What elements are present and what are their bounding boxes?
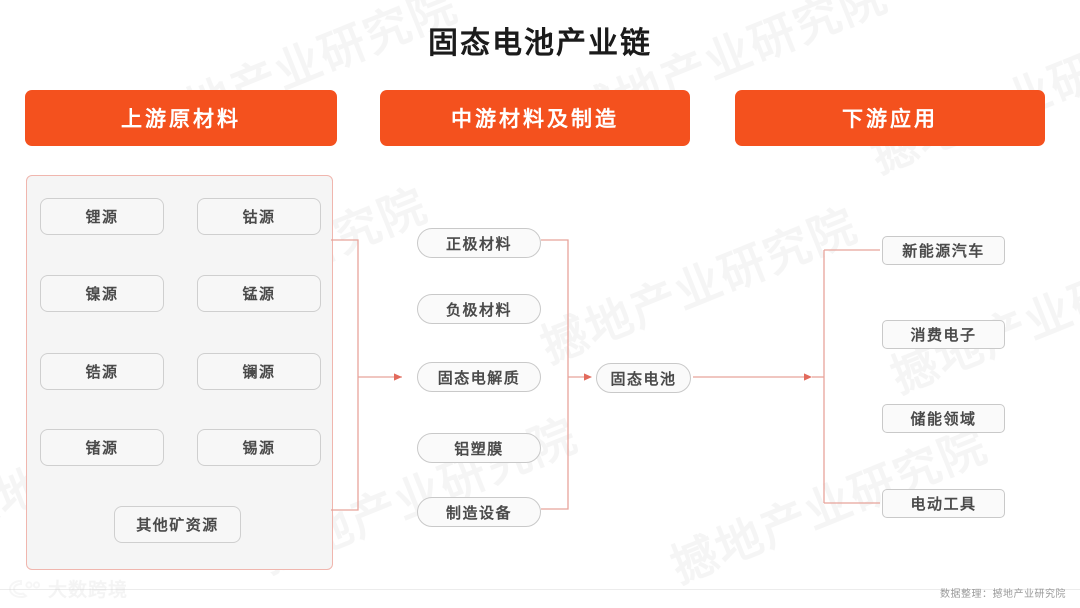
chip-label: 新能源汽车	[902, 243, 985, 260]
center-node-solid-state-battery[interactable]: 固态电池	[596, 363, 691, 393]
midstream-chip-2[interactable]: 负极材料	[417, 294, 541, 324]
chip-label: 负极材料	[445, 301, 512, 319]
banner-midstream-label: 中游材料及制造	[451, 108, 619, 131]
upstream-chip-7[interactable]: 锗源	[40, 429, 164, 466]
midstream-chip-4[interactable]: 铝塑膜	[417, 433, 541, 463]
upstream-chip-3[interactable]: 镍源	[40, 275, 164, 312]
downstream-chip-4[interactable]: 电动工具	[882, 489, 1005, 518]
chip-label: 锰源	[242, 286, 276, 303]
midstream-chip-3[interactable]: 固态电解质	[417, 362, 541, 392]
banner-downstream[interactable]: 下游应用	[735, 90, 1045, 146]
upstream-chip-8[interactable]: 锡源	[197, 429, 321, 466]
chip-label: 锗源	[85, 440, 119, 457]
downstream-chip-2[interactable]: 消费电子	[882, 320, 1005, 349]
midstream-chip-5[interactable]: 制造设备	[417, 497, 541, 527]
footer-divider	[0, 589, 1080, 590]
chip-label: 镧源	[242, 364, 276, 381]
upstream-chip-6[interactable]: 镧源	[197, 353, 321, 390]
chip-label: 固态电池	[610, 370, 677, 388]
chip-label: 储能领域	[910, 411, 977, 428]
chip-label: 固态电解质	[437, 369, 521, 387]
chip-label: 其他矿资源	[136, 517, 219, 534]
upstream-chip-2[interactable]: 钴源	[197, 198, 321, 235]
upstream-chip-other[interactable]: 其他矿资源	[114, 506, 241, 543]
upstream-chip-4[interactable]: 锰源	[197, 275, 321, 312]
logo-mark-icon	[8, 577, 42, 601]
chip-label: 锂源	[85, 209, 119, 226]
banner-midstream[interactable]: 中游材料及制造	[380, 90, 690, 146]
upstream-chip-5[interactable]: 锆源	[40, 353, 164, 390]
banner-upstream[interactable]: 上游原材料	[25, 90, 337, 146]
watermark-text: 撼地产业研究院	[530, 189, 866, 376]
chip-label: 消费电子	[910, 327, 977, 344]
chip-label: 镍源	[85, 286, 119, 303]
chip-label: 制造设备	[445, 504, 512, 522]
midstream-chip-1[interactable]: 正极材料	[417, 228, 541, 258]
logo-text: 大数跨境	[48, 580, 129, 601]
downstream-chip-3[interactable]: 储能领域	[882, 404, 1005, 433]
banner-upstream-label: 上游原材料	[121, 108, 241, 131]
chip-label: 铝塑膜	[454, 440, 504, 458]
chip-label: 锡源	[242, 440, 276, 457]
banner-downstream-label: 下游应用	[842, 108, 938, 131]
chip-label: 正极材料	[445, 235, 512, 253]
chip-label: 电动工具	[910, 496, 977, 513]
chip-label: 钴源	[242, 209, 276, 226]
page-title: 固态电池产业链	[428, 27, 652, 60]
brand-watermark-logo: 大数跨境	[8, 575, 128, 602]
downstream-chip-1[interactable]: 新能源汽车	[882, 236, 1005, 265]
chip-label: 锆源	[85, 364, 119, 381]
data-source-note: 数据整理：撼地产业研究院	[940, 589, 1066, 600]
upstream-chip-1[interactable]: 锂源	[40, 198, 164, 235]
